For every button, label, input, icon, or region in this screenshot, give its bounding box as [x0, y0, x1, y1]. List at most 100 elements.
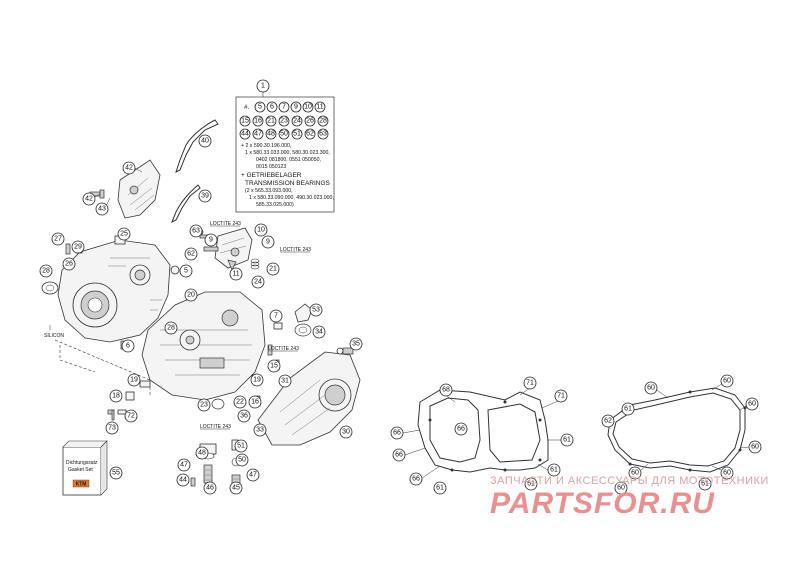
- callout-25[interactable]: 25: [117, 227, 131, 241]
- callout-27[interactable]: 27: [51, 232, 65, 246]
- gasket-set-box: Dichtungssatz Gasket Set KTM: [62, 440, 108, 496]
- callout-50[interactable]: 50: [235, 453, 249, 467]
- callout-60c[interactable]: 60: [745, 397, 759, 411]
- svg-text:71: 71: [557, 393, 565, 400]
- callout-7[interactable]: 7: [269, 309, 283, 323]
- svg-text:36: 36: [240, 413, 248, 420]
- callout-47b[interactable]: 47: [246, 468, 260, 482]
- callout-23[interactable]: 23: [197, 398, 211, 412]
- callout-30[interactable]: 30: [339, 425, 353, 439]
- callout-61e[interactable]: 61: [621, 402, 635, 416]
- callout-40[interactable]: 40: [198, 134, 212, 148]
- svg-text:27: 27: [54, 236, 62, 243]
- callout-61f[interactable]: 61: [698, 477, 712, 491]
- callout-10[interactable]: 10: [254, 223, 268, 237]
- callout-71a[interactable]: 71: [523, 376, 537, 390]
- callout-61a[interactable]: 61: [560, 433, 574, 447]
- callout-21[interactable]: 21: [266, 262, 280, 276]
- callout-28[interactable]: 28: [39, 264, 53, 278]
- callout-39[interactable]: 39: [198, 189, 212, 203]
- callout-35[interactable]: 35: [349, 337, 363, 351]
- note-loctite-a: LOCTITE 243: [210, 221, 241, 227]
- left-callouts: 40 42 42 43 39 27 29 25 26 28 63 10 9 9 …: [39, 134, 363, 495]
- callout-62[interactable]: 62: [184, 247, 198, 261]
- callout-55[interactable]: 55: [109, 466, 123, 480]
- gasket-strip-39: [171, 184, 201, 224]
- svg-text:10: 10: [304, 104, 312, 111]
- callout-15[interactable]: 15: [267, 359, 281, 373]
- callout-9[interactable]: 9: [204, 233, 218, 247]
- svg-text:1: 1: [261, 83, 265, 90]
- svg-text:60: 60: [751, 444, 759, 451]
- callout-73[interactable]: 73: [105, 421, 119, 435]
- svg-text:46: 46: [206, 485, 214, 492]
- svg-text:35: 35: [352, 341, 360, 348]
- callout-72[interactable]: 72: [124, 409, 138, 423]
- callout-61d[interactable]: 61: [433, 481, 447, 495]
- callout-60e[interactable]: 60: [628, 466, 642, 480]
- callout-47[interactable]: 47: [177, 458, 191, 472]
- svg-text:28: 28: [167, 325, 175, 332]
- svg-text:7: 7: [282, 104, 286, 111]
- svg-text:62: 62: [187, 251, 195, 258]
- svg-text:40: 40: [201, 138, 209, 145]
- svg-text:30: 30: [342, 429, 350, 436]
- callout-45[interactable]: 45: [229, 481, 243, 495]
- callout-66a[interactable]: 66: [390, 426, 404, 440]
- callout-5[interactable]: 5: [179, 264, 193, 278]
- callout-26[interactable]: 26: [62, 257, 76, 271]
- svg-text:10: 10: [257, 227, 265, 234]
- callout-60d[interactable]: 60: [748, 440, 762, 454]
- callout-71b[interactable]: 71: [554, 389, 568, 403]
- callout-48[interactable]: 48: [195, 446, 209, 460]
- callout-60b[interactable]: 60: [720, 374, 734, 388]
- callout-53[interactable]: 53: [309, 303, 323, 317]
- callout-62r[interactable]: 62: [601, 414, 615, 428]
- callout-46[interactable]: 46: [203, 481, 217, 495]
- callout-42b[interactable]: 42: [82, 192, 96, 206]
- callout-61c[interactable]: 61: [524, 477, 538, 491]
- callout-28b[interactable]: 28: [164, 321, 178, 335]
- callout-9b[interactable]: 9: [261, 235, 275, 249]
- svg-text:68: 68: [442, 387, 450, 394]
- callout-6[interactable]: 6: [121, 339, 135, 353]
- callout-43[interactable]: 43: [95, 202, 109, 216]
- callout-24[interactable]: 24: [251, 275, 265, 289]
- callout-20[interactable]: 20: [184, 288, 198, 302]
- callout-19b[interactable]: 19: [250, 373, 264, 387]
- callout-33[interactable]: 33: [253, 423, 267, 437]
- legend-line1: + 2 x 590.30.196.000,: [241, 143, 291, 149]
- callout-66b[interactable]: 66: [454, 422, 468, 436]
- left-crankcase: [57, 239, 171, 343]
- callout-66c[interactable]: 66: [392, 448, 406, 462]
- callout-44[interactable]: 44: [176, 473, 190, 487]
- callout-66d[interactable]: 66: [409, 472, 423, 486]
- callout-16[interactable]: 16: [248, 395, 262, 409]
- callout-60f[interactable]: 60: [720, 466, 734, 480]
- callout-60a[interactable]: 60: [644, 381, 658, 395]
- callout-68[interactable]: 68: [439, 383, 453, 397]
- svg-text:11: 11: [316, 104, 323, 111]
- svg-text:28: 28: [319, 118, 327, 125]
- callout-29[interactable]: 29: [71, 240, 85, 254]
- callout-11[interactable]: 11: [229, 267, 243, 281]
- legend-line4: 0015 050123: [256, 164, 286, 170]
- callout-36[interactable]: 36: [237, 409, 251, 423]
- svg-text:48: 48: [267, 131, 275, 138]
- callout-18[interactable]: 18: [109, 389, 123, 403]
- callout-61b[interactable]: 61: [547, 463, 561, 477]
- svg-text:5: 5: [258, 104, 262, 111]
- callout-22[interactable]: 22: [233, 395, 247, 409]
- callout-31[interactable]: 31: [278, 374, 292, 388]
- callout-51[interactable]: 51: [234, 439, 248, 453]
- callout-63[interactable]: 63: [189, 224, 203, 238]
- callout-1[interactable]: 1: [256, 79, 270, 93]
- callout-19[interactable]: 19: [127, 373, 141, 387]
- svg-text:15: 15: [241, 118, 249, 125]
- svg-text:51: 51: [237, 443, 245, 450]
- legend-line7: (2 x 565.33.093.000,: [245, 188, 293, 194]
- callout-42[interactable]: 42: [122, 161, 136, 175]
- seal-28: [41, 281, 59, 295]
- callout-34[interactable]: 34: [312, 325, 326, 339]
- callout-60g[interactable]: 60: [614, 481, 628, 495]
